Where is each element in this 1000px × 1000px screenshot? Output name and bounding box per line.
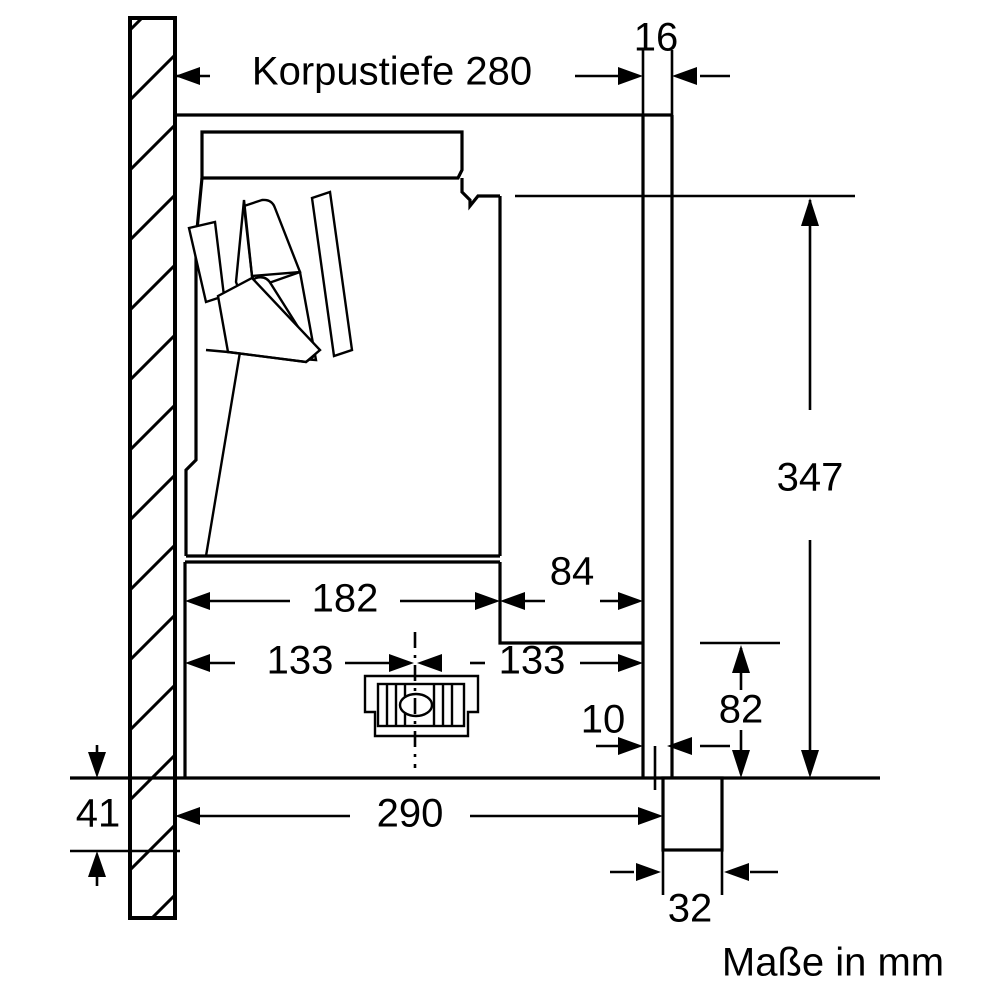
front-trim-box: [661, 776, 724, 852]
dim-16: 16: [634, 16, 730, 120]
arrow-left: [175, 807, 200, 825]
dim-347: 347: [515, 194, 855, 778]
dim-82: 82: [700, 641, 780, 778]
arrow-left: [667, 737, 692, 755]
filter-flap-assembly: [187, 190, 354, 364]
arrow-left: [185, 654, 210, 672]
dim-347-label: 347: [777, 456, 844, 500]
arrow-up: [732, 645, 750, 673]
arrow-up: [88, 851, 106, 877]
dim-290: 290: [175, 792, 663, 836]
dim-182-label: 182: [312, 577, 379, 621]
arrow-right: [638, 807, 663, 825]
hood-shoulder-step: [460, 178, 500, 211]
cabinet-outline: [70, 113, 880, 852]
arrow-right: [475, 592, 500, 610]
arrow-right: [618, 654, 643, 672]
pullout-step-edge: [498, 562, 643, 645]
dim-32: 32: [610, 850, 778, 931]
filter-bottom-edge: [205, 348, 315, 364]
hood-left-shell: [184, 177, 204, 556]
dim-10-label: 10: [581, 698, 626, 742]
arrow-down: [732, 750, 750, 778]
arrow-right: [618, 592, 643, 610]
arrow-down: [801, 750, 819, 778]
arrow-left: [185, 592, 210, 610]
dim-16-label: 16: [634, 16, 679, 60]
arrow-left: [724, 863, 749, 881]
fan-motor-unit: [363, 632, 480, 768]
wall-section: [128, 16, 177, 920]
arrow-right: [389, 654, 414, 672]
dim-41-label: 41: [76, 792, 121, 836]
dim-10: 10: [581, 698, 730, 790]
dim-41: 41: [70, 745, 180, 886]
arrow-right: [618, 67, 643, 85]
dim-82-label: 82: [719, 688, 764, 732]
dim-290-label: 290: [377, 792, 444, 836]
arrow-left: [175, 67, 200, 85]
dim-133-left: 133: [185, 639, 414, 683]
arrow-left: [672, 67, 697, 85]
arrow-right: [618, 737, 643, 755]
hood-body: [183, 130, 643, 778]
dim-133-right-label: 133: [499, 639, 566, 683]
wall-outline: [128, 16, 177, 920]
dim-32-label: 32: [668, 887, 713, 931]
dim-84: 84: [500, 550, 643, 610]
dim-korpustiefe: Korpustiefe 280: [175, 50, 645, 120]
hood-duct-slant: [204, 351, 242, 557]
dim-korpustiefe-label: Korpustiefe 280: [252, 50, 532, 94]
dim-84-label: 84: [550, 550, 595, 594]
arrow-right: [636, 863, 661, 881]
arrow-left: [417, 654, 442, 672]
arrow-left: [500, 592, 525, 610]
filter-frame-bar: [310, 190, 354, 358]
arrow-up: [801, 198, 819, 226]
dim-182: 182: [185, 577, 500, 621]
units-note: Maße in mm: [722, 941, 944, 985]
dim-133-right: 133: [417, 639, 643, 683]
hood-top-rail: [200, 130, 464, 180]
dim-133-left-label: 133: [267, 639, 334, 683]
arrow-down: [88, 752, 106, 778]
